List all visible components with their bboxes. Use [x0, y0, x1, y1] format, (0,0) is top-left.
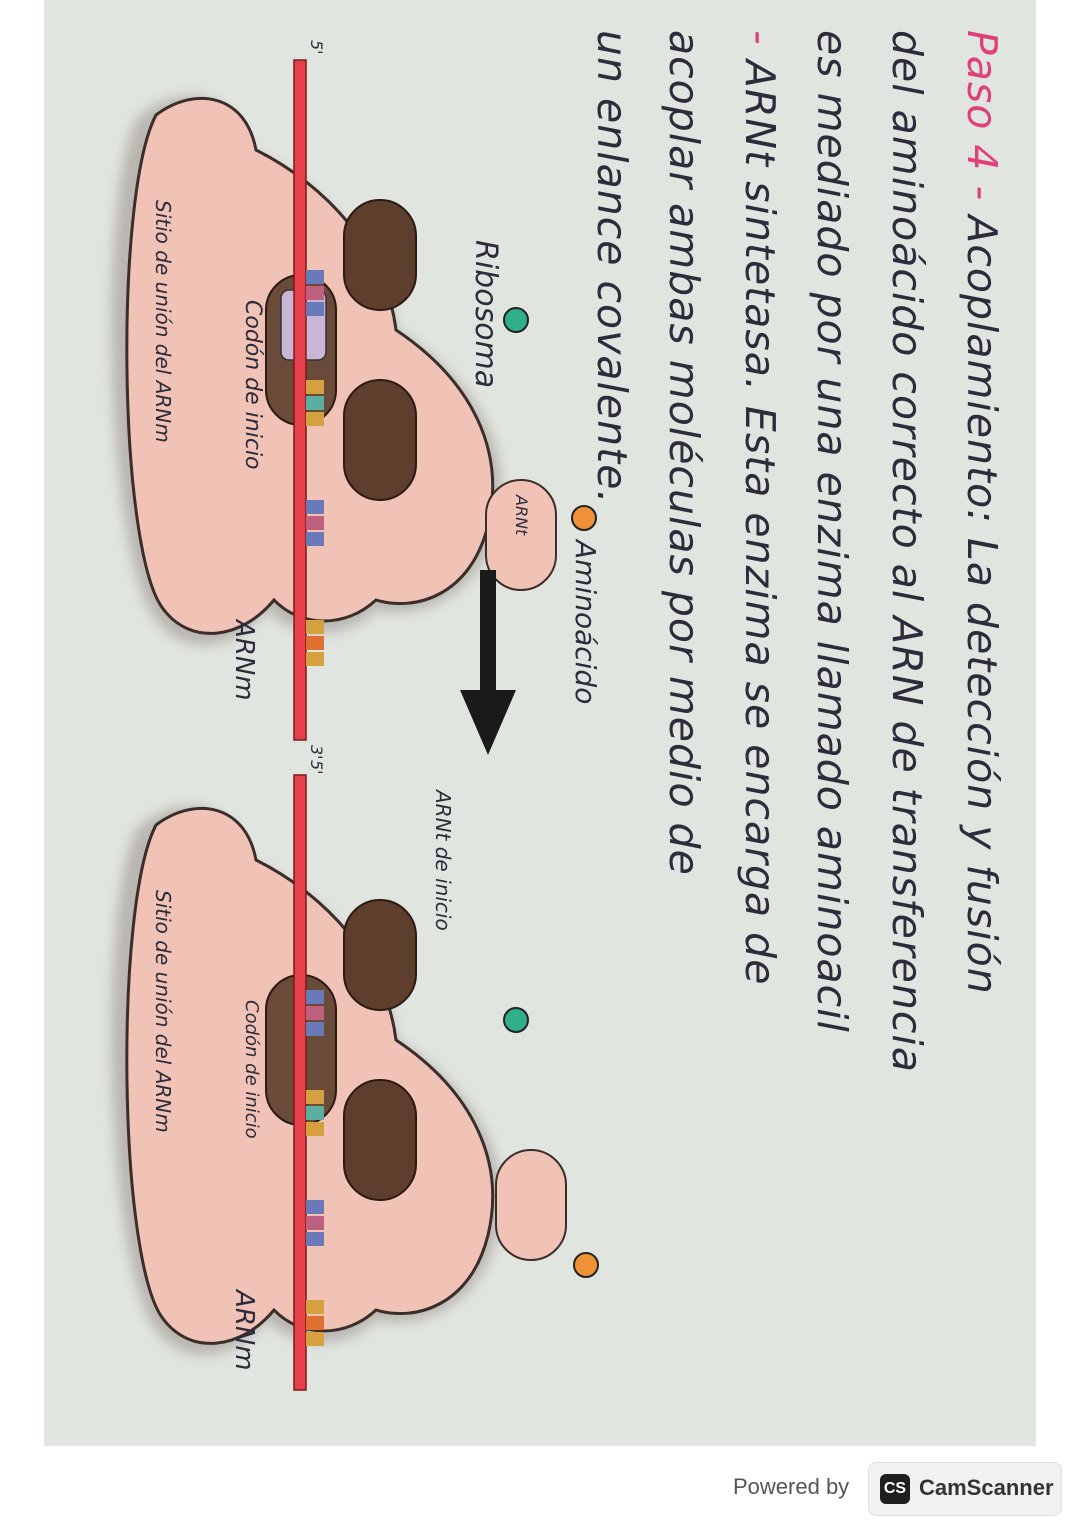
codon [306, 990, 324, 1004]
camscanner-logo-icon: CS [880, 1474, 910, 1504]
codon [306, 302, 324, 316]
large-subunit [343, 899, 417, 1011]
large-subunit [343, 199, 417, 311]
mrna-strand [293, 774, 307, 1391]
codon [306, 620, 324, 634]
codon [306, 270, 324, 284]
process-arrow [460, 570, 516, 755]
rotated-content: Paso 4 - Acoplamiento: La detección y fu… [44, 0, 1036, 1446]
bound-trna [495, 1149, 599, 1278]
start-codon-label: Codón de inicio [241, 1000, 262, 1139]
free-amino-acid-icon [571, 505, 597, 531]
large-subunit [343, 379, 417, 501]
left-ribosome: Ribosoma Aminoácido ARNt Codón de inicio… [111, 40, 602, 760]
codon [306, 652, 324, 666]
codon [306, 1216, 324, 1230]
codons [306, 270, 324, 666]
codon [306, 516, 324, 530]
five-prime-label: 5' [307, 40, 326, 55]
mrna-label: ARNm [229, 618, 259, 701]
three-prime-label: 3' [307, 745, 326, 760]
binding-site-label: Sitio de unión del ARNm [151, 200, 175, 443]
amino-acid-icon [503, 307, 529, 333]
arrow-shaft [480, 570, 496, 690]
free-trna [485, 479, 597, 591]
codon [306, 1232, 324, 1246]
codon [306, 1106, 324, 1120]
codon [306, 636, 324, 650]
right-ribosome: ARNt de inicio Codón de inicio Sitio de … [111, 760, 599, 1391]
five-prime-label: 5' [307, 760, 326, 775]
powered-by-text: Powered by [733, 1474, 850, 1499]
codons [306, 990, 324, 1346]
trna-start-label: ARNt de inicio [431, 788, 455, 931]
binding-site-label: Sitio de unión del ARNm [151, 890, 175, 1133]
codon [306, 412, 324, 426]
start-codon-label: Codón de inicio [240, 300, 265, 470]
bound-trna-body [495, 1149, 567, 1261]
codon [306, 500, 324, 514]
arrow-head [460, 690, 516, 755]
mrna-strand [293, 59, 307, 741]
mrna-label: ARNm [229, 1288, 259, 1371]
codon [306, 396, 324, 410]
bound-amino-acid-icon [573, 1252, 599, 1278]
codon [306, 1332, 324, 1346]
translation-diagram: Ribosoma Aminoácido ARNt Codón de inicio… [111, 40, 602, 1391]
codon [306, 1090, 324, 1104]
large-subunit [343, 1079, 417, 1201]
codon [306, 1122, 324, 1136]
free-trna-body [485, 479, 557, 591]
camscanner-brand-name: CamScanner [919, 1475, 1054, 1500]
codon [306, 1316, 324, 1330]
codon [306, 380, 324, 394]
codon [306, 1006, 324, 1020]
trna-label: ARNt [512, 494, 531, 536]
codon [306, 1022, 324, 1036]
camscanner-badge[interactable]: CS CamScanner [868, 1462, 1062, 1516]
ribosome-label: Ribosoma [468, 240, 503, 388]
codon [306, 286, 324, 300]
scanned-page: Paso 4 - Acoplamiento: La detección y fu… [44, 0, 1036, 1446]
codon [306, 1300, 324, 1314]
amino-acid-icon [503, 1007, 529, 1033]
codon [306, 532, 324, 546]
codon [306, 1200, 324, 1214]
amino-acid-label: Aminoácido [569, 538, 602, 704]
